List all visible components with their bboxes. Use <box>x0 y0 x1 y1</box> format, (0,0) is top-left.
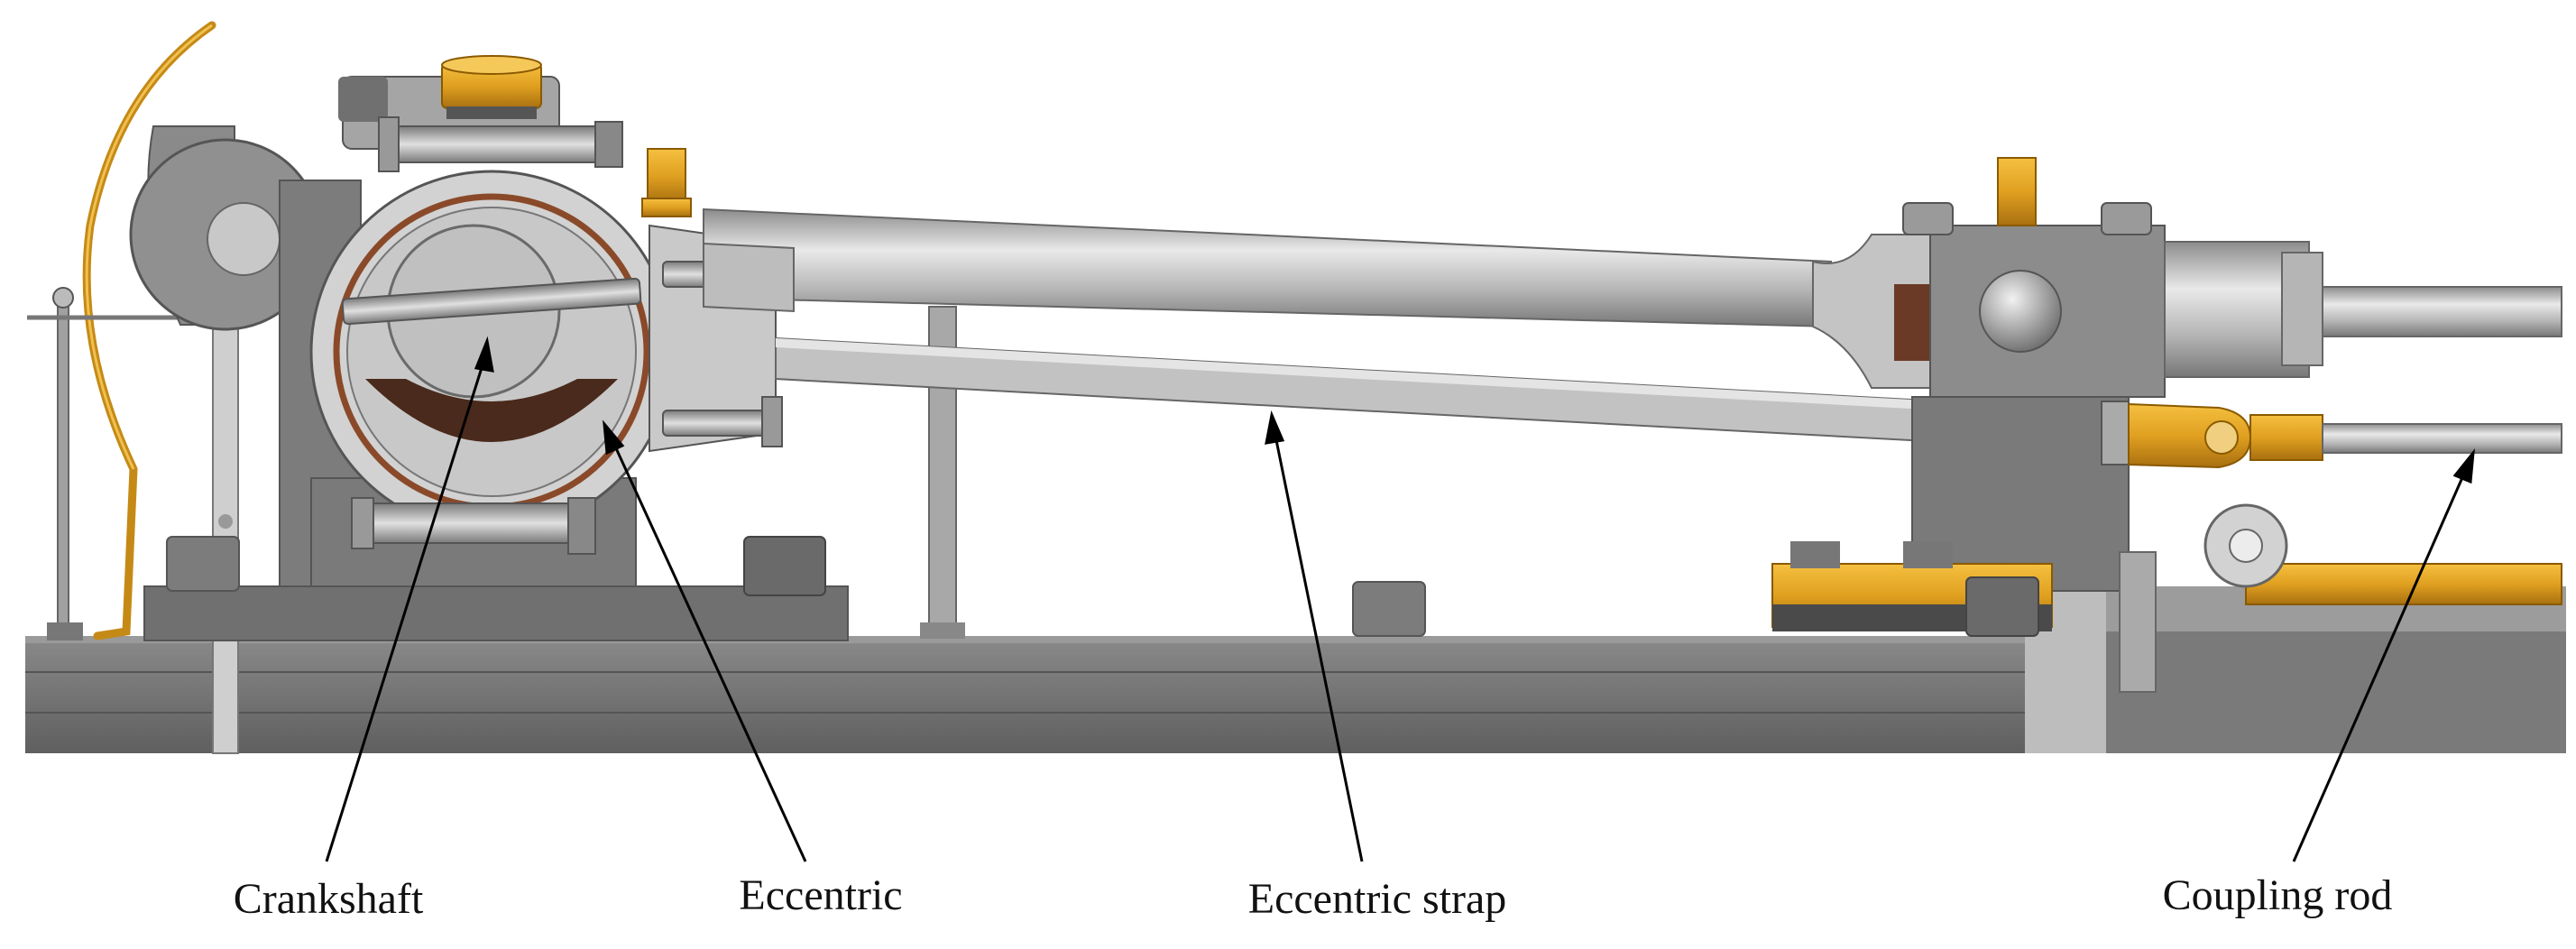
label-eccentric: Eccentric <box>739 871 902 919</box>
lower-bolt <box>351 497 596 555</box>
right-bed <box>1771 503 2562 693</box>
leader-lines <box>325 336 2475 862</box>
label-eccentric-strap: Eccentric strap <box>1248 875 1507 923</box>
crosshead <box>1902 157 2562 592</box>
leader-eccentric-strap <box>1265 410 1364 862</box>
top-bolts <box>378 116 623 172</box>
label-coupling-rod: Coupling rod <box>2163 871 2393 919</box>
label-crankshaft: Crankshaft <box>234 875 424 923</box>
leader-crankshaft <box>325 336 494 862</box>
clevis <box>2101 401 2562 469</box>
grease-nipple <box>641 148 692 217</box>
connecting-rod <box>703 207 1935 389</box>
leader-coupling-rod <box>2292 448 2475 862</box>
leader-eccentric <box>603 419 807 862</box>
oiler-left <box>441 55 542 119</box>
brass-lever <box>82 21 216 640</box>
eccentric-strap-housing <box>309 170 783 534</box>
left-guide-rods <box>27 252 239 754</box>
